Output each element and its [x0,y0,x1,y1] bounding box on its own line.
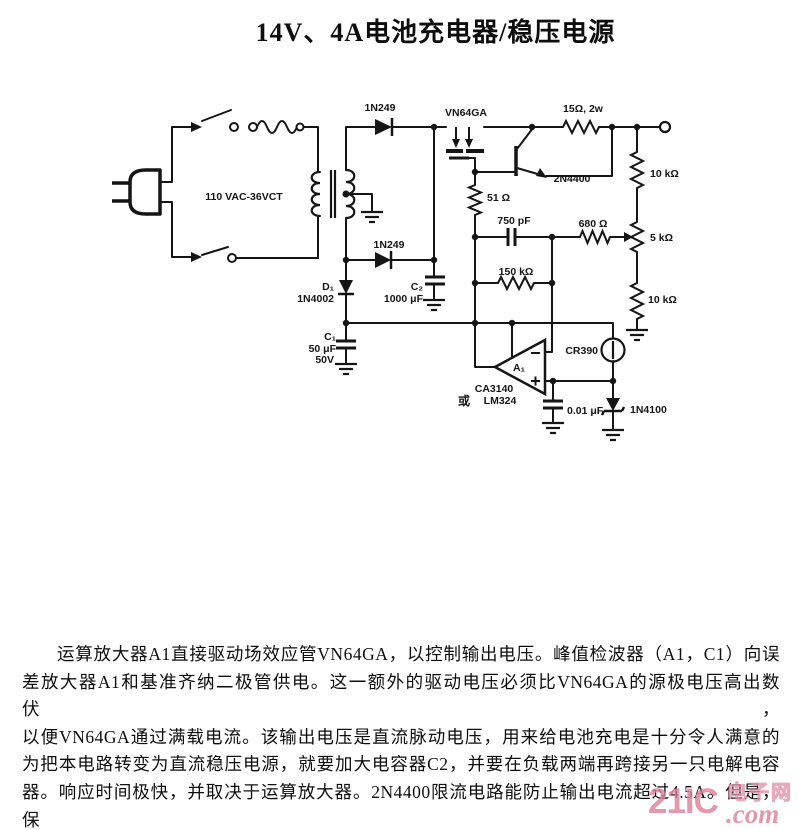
circuit-diagram: 110 VAC-36VCT 1N249 VN64GA 15Ω, 2w 2N440… [112,102,679,442]
diode-1n249-top [375,118,394,136]
label-c2-value: 1000 μF [384,293,424,305]
power-switch-top [191,122,305,132]
capacitor-c1 [336,339,356,350]
junction-dots [342,123,641,385]
label-c1-name: C₁ [324,331,336,343]
diode-1n249-mid [375,251,393,269]
label-opamp-alt: LM324 [484,395,517,407]
resistor-51ohm [466,184,484,216]
label-zener: 1N4100 [630,404,667,416]
resistor-680ohm [579,228,611,246]
capacitor-c2 [425,275,445,286]
body-line-5: 器。响应时间极快，并取决于运算放大器。2N4400限流电路能防止输出电流超过4.… [22,781,780,830]
label-c1-voltage: 50V [315,354,334,366]
capacitor-750pf [506,228,517,246]
label-pot: 5 kΩ [650,232,673,244]
watermark-brand: 21IC [648,782,719,821]
diode-d1-1n4002 [338,280,354,296]
current-regulator-cr390-symbol [600,337,626,363]
body-text: 运算放大器A1直接驱动场效应管VN64GA，以控制输出电压。峰值检波器（A1，C… [22,641,780,830]
label-c1-value: 50 μF [309,343,337,355]
potentiometer-5k [624,221,646,253]
label-opamp-or: 或 [458,393,470,408]
resistor-15ohm [562,118,600,136]
label-r-top: 10 kΩ [650,168,679,180]
ground-symbols [335,210,648,442]
label-r-sense: 15Ω, 2w [563,103,604,115]
resistor-10k-bottom [628,282,646,320]
label-c2-name: C₂ [411,281,424,293]
output-terminal [658,120,672,134]
label-opamp-name: A₁ [513,362,525,374]
body-line-2: 差放大器A1和基准齐纳二极管供电。这一额外的驱动电压必须比VN64GA的源极电压… [22,671,780,720]
power-switch-bottom [191,252,237,263]
label-r-bottom: 10 kΩ [648,294,677,306]
label-cr390: CR390 [565,345,598,357]
resistor-150k [497,274,535,292]
opamp-a1-symbol [492,337,547,397]
page-title: 14V、4A电池充电器/稳压电源 [255,18,616,47]
21ic-watermark: 21IC 电子网 .com [615,768,801,830]
body-line-4: 为把本电路转变为直流稳压电源，就要加大电容器C2，并要在负载两端再跨接另一只电解… [22,754,780,775]
label-transistor: 2N4400 [554,173,591,185]
label-r-fb: 150 kΩ [499,266,534,278]
mosfet-vn64ga-symbol [446,127,484,160]
label-mosfet: VN64GA [445,107,487,119]
resistor-10k-top [628,151,646,189]
label-diode-top: 1N249 [365,102,396,114]
label-d1-name: D₁ [322,281,334,293]
label-diode-mid: 1N249 [374,239,405,251]
watermark-domain-suffix: .com [726,799,780,829]
watermark-site-name: 电子网 [727,782,793,804]
zener-1n4100 [600,398,626,416]
body-line-1: 运算放大器A1直接驱动场效应管VN64GA，以控制输出电压。峰值检波器（A1，C… [57,644,780,664]
label-c-filter: 0.01 μF [567,405,604,417]
label-d1-part: 1N4002 [297,293,334,305]
transistor-2n4400-symbol [514,127,547,178]
label-r-in: 680 Ω [579,218,608,230]
circuit-wires [159,109,661,431]
label-transformer: 110 VAC-36VCT [205,191,283,203]
capacitor-001uf [543,399,563,410]
body-line-3: 以便VN64GA通过满载电流。该输出电压是直流脉动电压，用来给电池充电是十分令人… [22,726,780,747]
label-r-gate: 51 Ω [487,192,510,204]
label-c-comp: 750 pF [497,215,531,227]
label-opamp-part: CA3140 [475,383,514,395]
ac-plug-icon [112,168,162,216]
